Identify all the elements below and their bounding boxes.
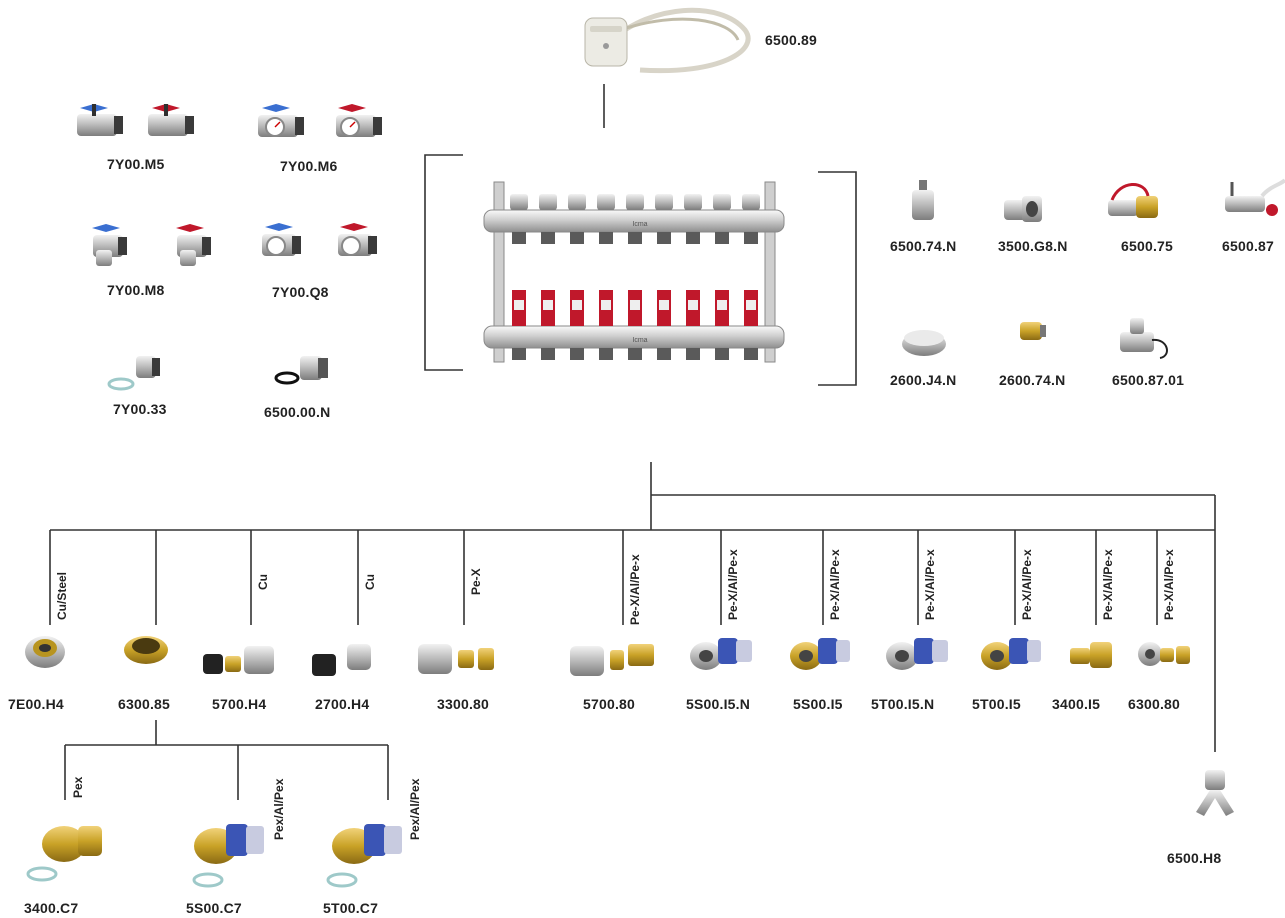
- label-5t00-c7: 5T00.C7: [323, 900, 379, 916]
- fitting-3400-c7-image: [26, 826, 102, 882]
- manifold-brand-bottom: Icma: [632, 337, 647, 344]
- manifold-bottom-outlets: [512, 348, 758, 360]
- label-valve-q8: 7Y00.Q8: [272, 284, 329, 300]
- left-bracket: [424, 154, 463, 371]
- end-cap-image: [902, 330, 946, 356]
- label-3400-i5: 3400.I5: [1052, 696, 1101, 712]
- label-5700-h4: 5700.H4: [212, 696, 267, 712]
- label-valve-m8: 7Y00.M8: [107, 282, 165, 298]
- label-7e00-h4: 7E00.H4: [8, 696, 64, 712]
- pipe-type-pexalpex-7: Pe-X/Al/Pe-x: [1162, 549, 1176, 620]
- right-bracket: [818, 171, 857, 386]
- adapter-33-image: [107, 356, 160, 391]
- fitting-6300-85-image: [124, 636, 168, 664]
- label-3400-c7: 3400.C7: [24, 900, 79, 916]
- manifold-top-outlets: [512, 232, 758, 244]
- label-5t00-i5: 5T00.I5: [972, 696, 1021, 712]
- label-drain-75: 6500.75: [1121, 238, 1174, 254]
- pipe-type-pexalpex-3: Pe-X/Al/Pe-x: [828, 549, 842, 620]
- fitting-5700-h4-image: [203, 646, 274, 674]
- label-valve-m5: 7Y00.M5: [107, 156, 165, 172]
- fitting-3300-80-image: [418, 644, 494, 674]
- pipe-type-pe-x: Pe-X: [469, 568, 483, 595]
- fitting-5t00-15-image: [981, 638, 1041, 670]
- manifold-top-caps: [510, 194, 760, 210]
- fitting-5t00-c7-image: [326, 824, 402, 888]
- manifold-image: Icma Icma: [483, 181, 785, 363]
- manifold-brand-top: Icma: [632, 221, 647, 228]
- nipple-00n-image: [274, 356, 328, 385]
- pipe-type-pexalpex-4: Pe-X/Al/Pe-x: [923, 549, 937, 620]
- label-6500-h8: 6500.H8: [1167, 850, 1222, 866]
- fitting-5t00-15n-image: [886, 638, 948, 670]
- fitting-7e00-image: [25, 636, 65, 668]
- manifold-flowmeters: [512, 290, 758, 326]
- valve-m5-image: [77, 104, 194, 136]
- pipe-type-cu-steel: Cu/Steel: [55, 571, 69, 620]
- pipe-type-cu-1: Cu: [256, 574, 270, 590]
- pipe-type-pexalpex-1: Pe-X/Al/Pe-x: [628, 554, 642, 625]
- label-air-vent: 6500.74.N: [890, 238, 957, 254]
- drain-87-image: [1225, 178, 1285, 216]
- fitting-5s00-15n-image: [690, 638, 752, 670]
- pipe-type-cu-2: Cu: [363, 574, 377, 590]
- connector-lines: [49, 84, 1216, 800]
- label-elbow: 3500.G8.N: [998, 238, 1068, 254]
- label-end-cap: 2600.J4.N: [890, 372, 957, 388]
- drain-8701-image: [1120, 318, 1168, 359]
- fitting-5700-80-image: [570, 644, 654, 676]
- label-valve-m6: 7Y00.M6: [280, 158, 338, 174]
- drain-75-image: [1108, 183, 1158, 218]
- label-5s00-i5-n: 5S00.I5.N: [686, 696, 751, 712]
- label-5700-80: 5700.80: [583, 696, 636, 712]
- fitting-3400-15-image: [1070, 642, 1112, 668]
- label-6300-80: 6300.80: [1128, 696, 1181, 712]
- air-vent-image: [912, 180, 934, 220]
- plug-74-image: [1020, 322, 1046, 340]
- valve-m6-image: [258, 104, 382, 137]
- label-3300-80: 3300.80: [437, 696, 490, 712]
- fitting-6500-h8-image: [1196, 770, 1234, 816]
- fitting-6300-80-image: [1138, 642, 1190, 666]
- label-plug-74: 2600.74.N: [999, 372, 1066, 388]
- valve-q8-image: [262, 223, 377, 256]
- fitting-5s00-15-image: [790, 638, 850, 670]
- label-5s00-i5: 5S00.I5: [793, 696, 843, 712]
- pipe-type-pexalpex-6: Pe-X/Al/Pe-x: [1101, 549, 1115, 620]
- label-5t00-i5-n: 5T00.I5.N: [871, 696, 935, 712]
- pipe-type-pex: Pex: [71, 776, 85, 798]
- label-actuator: 6500.89: [765, 32, 818, 48]
- branch-drops: [49, 530, 1158, 625]
- valve-m8-image: [92, 224, 211, 266]
- label-adapter-33: 7Y00.33: [113, 401, 167, 417]
- label-drain-87: 6500.87: [1222, 238, 1275, 254]
- fitting-2700-h4-image: [312, 644, 371, 676]
- actuator-image: [584, 7, 751, 74]
- pipe-type-pex-al-pex-2: Pex/Al/Pex: [408, 778, 422, 840]
- label-nipple-00n: 6500.00.N: [264, 404, 331, 420]
- label-drain-8701: 6500.87.01: [1112, 372, 1185, 388]
- label-6300-85: 6300.85: [118, 696, 171, 712]
- pipe-type-pex-al-pex-1: Pex/Al/Pex: [272, 778, 286, 840]
- elbow-image: [1004, 196, 1042, 222]
- pipe-type-pexalpex-2: Pe-X/Al/Pe-x: [726, 549, 740, 620]
- label-5s00-c7: 5S00.C7: [186, 900, 242, 916]
- label-2700-h4: 2700.H4: [315, 696, 370, 712]
- pipe-type-pexalpex-5: Pe-X/Al/Pe-x: [1020, 549, 1034, 620]
- fitting-5s00-c7-image: [192, 824, 264, 888]
